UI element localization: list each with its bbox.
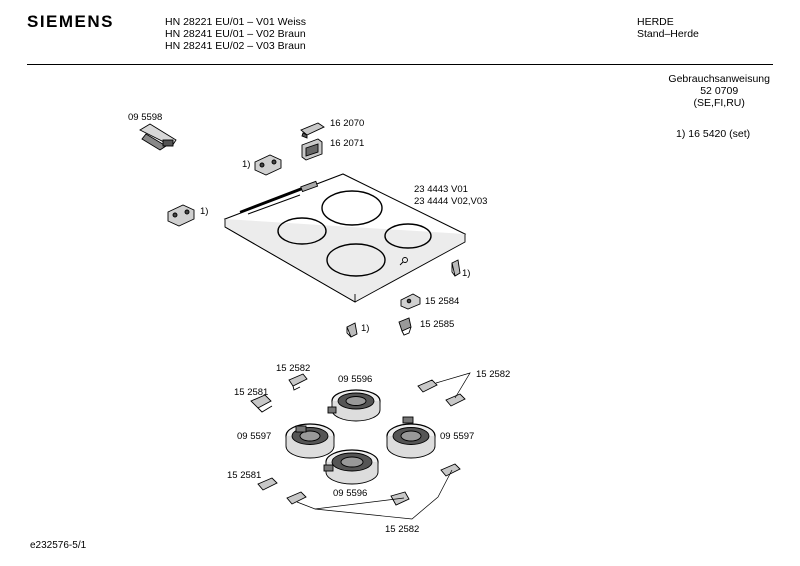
note-bracket-left: 1) xyxy=(200,206,208,217)
document-languages: (SE,FI,RU) xyxy=(693,97,745,109)
heating-element-095596-top xyxy=(327,389,381,422)
hob-top-panel xyxy=(223,173,467,303)
note-bracket-upper: 1) xyxy=(242,159,250,170)
label-095597-right: 09 5597 xyxy=(440,431,474,442)
part-bracket-left xyxy=(167,204,195,227)
clip-152581-bottom xyxy=(257,477,278,491)
label-152582-right: 15 2582 xyxy=(476,369,510,380)
heating-element-095597-left xyxy=(285,423,335,459)
document-number: 52 0709 xyxy=(700,85,739,97)
label-162071: 16 2071 xyxy=(330,138,364,149)
label-152584: 15 2584 xyxy=(425,296,459,307)
label-152585: 15 2585 xyxy=(420,319,454,330)
header-divider xyxy=(27,64,773,65)
part-bracket-upper xyxy=(254,154,282,176)
part-162071-holder xyxy=(301,138,323,161)
model-list: HN 28221 EU/01 – V01 Weiss HN 28241 EU/0… xyxy=(165,16,306,52)
category-line: HERDE xyxy=(637,16,674,28)
note-clip-right: 1) xyxy=(462,268,470,279)
label-152581-bottom: 15 2581 xyxy=(227,470,261,481)
clip-152581-top xyxy=(250,394,273,413)
label-234444: 23 4444 V02,V03 xyxy=(414,196,487,207)
heating-element-095597-right xyxy=(386,416,436,459)
part-clip-bottom xyxy=(346,322,358,338)
label-152581-top: 15 2581 xyxy=(234,387,268,398)
note-clip-bottom: 1) xyxy=(361,323,369,334)
part-095598-bracket xyxy=(139,123,177,151)
model-line: HN 28241 EU/02 – V03 Braun xyxy=(165,40,306,52)
clip-152582-bottom-c xyxy=(440,463,461,477)
part-162070-holder xyxy=(300,122,325,139)
product-category: HERDE Stand–Herde xyxy=(637,16,699,40)
clip-152582-right-a xyxy=(417,379,438,393)
model-line: HN 28221 EU/01 – V01 Weiss xyxy=(165,16,307,28)
label-095597-left: 09 5597 xyxy=(237,431,271,442)
clip-152582-bottom-a xyxy=(286,491,307,505)
label-152582-bottom: 15 2582 xyxy=(385,524,419,535)
part-clip-right xyxy=(451,259,461,277)
label-095596-top: 09 5596 xyxy=(338,374,372,385)
label-234443: 23 4443 V01 xyxy=(414,184,468,195)
label-152582-top: 15 2582 xyxy=(276,363,310,374)
part-152584-bracket xyxy=(400,293,421,310)
document-title: Gebrauchsanweisung xyxy=(668,73,770,85)
document-info: Gebrauchsanweisung 52 0709 (SE,FI,RU) xyxy=(668,73,770,109)
part-152585-screw xyxy=(398,317,412,336)
category-subline: Stand–Herde xyxy=(637,28,699,40)
clip-152582-top xyxy=(288,373,308,391)
label-162070: 16 2070 xyxy=(330,118,364,129)
leader-lines xyxy=(296,372,471,520)
brand-logo: SIEMENS xyxy=(27,12,115,31)
label-095596-bottom: 09 5596 xyxy=(333,488,367,499)
label-095598: 09 5598 xyxy=(128,112,162,123)
set-note: 1) 16 5420 (set) xyxy=(676,128,751,140)
heating-element-095596-bottom xyxy=(323,449,379,485)
model-line: HN 28241 EU/01 – V02 Braun xyxy=(165,28,306,40)
drawing-code: e232576-5/1 xyxy=(30,540,87,551)
clip-152582-right-b xyxy=(445,393,466,407)
